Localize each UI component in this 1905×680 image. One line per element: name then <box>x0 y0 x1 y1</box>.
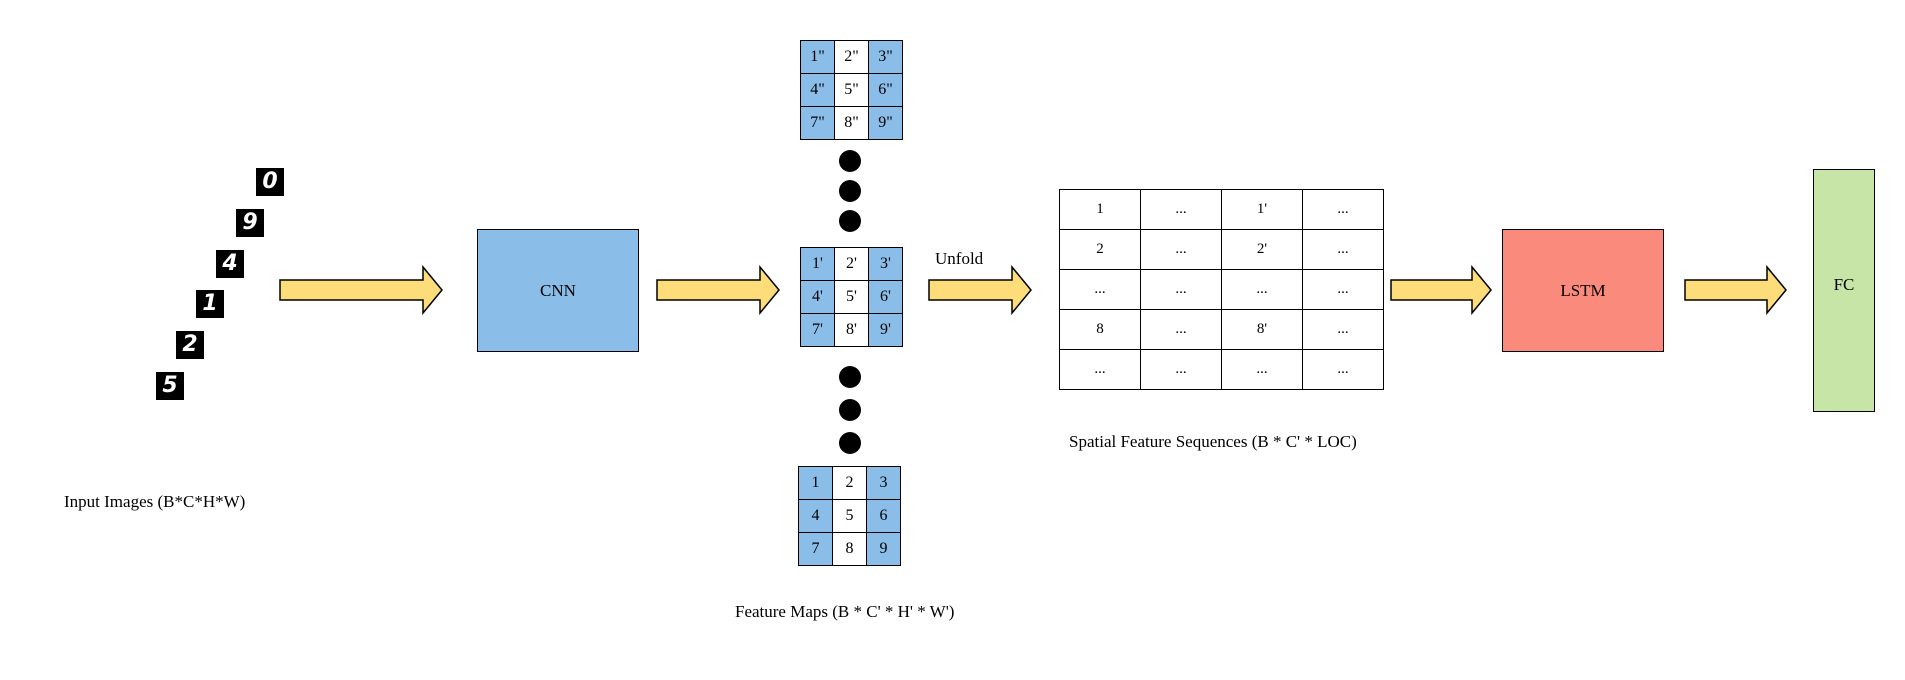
table-row: ... ... ... ... <box>1059 269 1384 310</box>
sequence-cell: ... <box>1140 349 1222 390</box>
sequence-cell: ... <box>1302 309 1384 350</box>
feature-cell: 1" <box>800 40 835 74</box>
feature-cell: 4' <box>800 280 835 314</box>
cnn-block: CNN <box>477 229 639 352</box>
sequence-cell: 8 <box>1059 309 1141 350</box>
feature-map-bottom: 1 2 3 4 5 6 7 8 9 <box>798 466 901 566</box>
feature-cell: 6 <box>866 499 901 533</box>
arrow-sequences-to-lstm <box>1390 264 1492 316</box>
feature-cell: 7" <box>800 106 835 140</box>
feature-cell: 8' <box>834 313 869 347</box>
sequence-cell: 2 <box>1059 229 1141 270</box>
sequence-cell: 1' <box>1221 189 1303 230</box>
arrow-features-to-sequences <box>928 264 1032 316</box>
sequence-cell: ... <box>1140 309 1222 350</box>
feature-cell: 5" <box>834 73 869 107</box>
feature-cell: 8" <box>834 106 869 140</box>
digit-image-2: 2 <box>176 331 204 359</box>
feature-cell: 3" <box>868 40 903 74</box>
feature-map-middle: 1' 2' 3' 4' 5' 6' 7' 8' 9' <box>800 247 903 347</box>
feature-cell: 6" <box>868 73 903 107</box>
ellipsis-dot <box>839 180 861 202</box>
ellipsis-dot <box>839 150 861 172</box>
feature-cell: 5 <box>832 499 867 533</box>
feature-cell: 9' <box>868 313 903 347</box>
feature-cell: 4 <box>798 499 833 533</box>
lstm-label: LSTM <box>1560 280 1606 300</box>
feature-cell: 6' <box>868 280 903 314</box>
sequence-cell: ... <box>1302 269 1384 310</box>
sequence-cell: ... <box>1140 229 1222 270</box>
lstm-block: LSTM <box>1502 229 1664 352</box>
feature-cell: 7 <box>798 532 833 566</box>
table-row: ... ... ... ... <box>1059 349 1384 390</box>
sequence-cell: ... <box>1059 269 1141 310</box>
unfold-label: Unfold <box>935 249 984 268</box>
feature-cell: 7' <box>800 313 835 347</box>
feature-map-top: 1" 2" 3" 4" 5" 6" 7" 8" 9" <box>800 40 903 140</box>
sequence-cell: ... <box>1140 269 1222 310</box>
feature-cell: 3 <box>866 466 901 500</box>
sequence-cell: ... <box>1302 349 1384 390</box>
arrow-lstm-to-fc <box>1684 264 1787 316</box>
digit-image-4: 4 <box>216 250 244 278</box>
sequence-cell: ... <box>1221 269 1303 310</box>
sequence-cell: ... <box>1059 349 1141 390</box>
feature-cell: 2' <box>834 247 869 281</box>
arrow-input-to-cnn <box>279 264 443 316</box>
sequence-cell: ... <box>1302 229 1384 270</box>
feature-cell: 3' <box>868 247 903 281</box>
digit-image-5: 5 <box>156 372 184 400</box>
sequence-cell: ... <box>1140 189 1222 230</box>
ellipsis-dot <box>839 210 861 232</box>
feature-cell: 2" <box>834 40 869 74</box>
table-row: 8 ... 8' ... <box>1059 309 1384 350</box>
table-row: 2 ... 2' ... <box>1059 229 1384 270</box>
input-images-label: Input Images (B*C*H*W) <box>64 492 246 511</box>
sequence-cell: 1 <box>1059 189 1141 230</box>
feature-cell: 8 <box>832 532 867 566</box>
digit-image-9: 9 <box>236 209 264 237</box>
arrow-cnn-to-features <box>656 264 780 316</box>
feature-cell: 1' <box>800 247 835 281</box>
table-row: 1 ... 1' ... <box>1059 189 1384 230</box>
feature-maps-label: Feature Maps (B * C' * H' * W') <box>735 602 955 621</box>
feature-cell: 5' <box>834 280 869 314</box>
feature-cell: 1 <box>798 466 833 500</box>
ellipsis-dot <box>839 366 861 388</box>
ellipsis-dot <box>839 399 861 421</box>
sequence-table: 1 ... 1' ... 2 ... 2' ... ... ... ... ..… <box>1059 189 1384 390</box>
feature-cell: 9" <box>868 106 903 140</box>
ellipsis-dot <box>839 432 861 454</box>
feature-cell: 4" <box>800 73 835 107</box>
digit-image-0: 0 <box>256 168 284 196</box>
sequence-cell: ... <box>1221 349 1303 390</box>
cnn-label: CNN <box>540 280 576 300</box>
sequence-cell: ... <box>1302 189 1384 230</box>
sequences-label: Spatial Feature Sequences (B * C' * LOC) <box>1069 432 1357 451</box>
sequence-cell: 8' <box>1221 309 1303 350</box>
feature-cell: 9 <box>866 532 901 566</box>
digit-image-1: 1 <box>196 290 224 318</box>
feature-cell: 2 <box>832 466 867 500</box>
fc-label: FC <box>1833 275 1855 294</box>
sequence-cell: 2' <box>1221 229 1303 270</box>
fc-block: FC <box>1813 169 1875 412</box>
